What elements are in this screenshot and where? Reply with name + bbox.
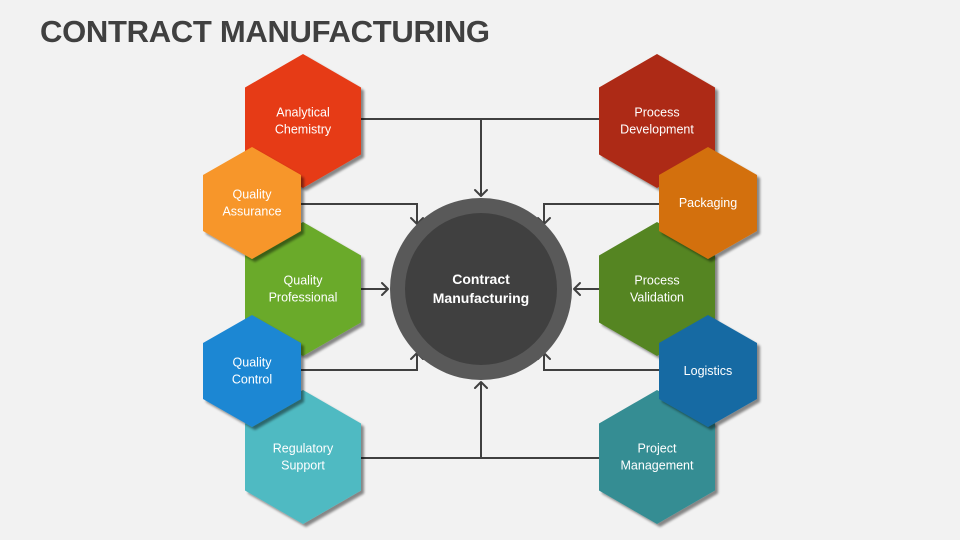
hexagon-shape	[245, 54, 361, 188]
hexagon-shape	[599, 222, 715, 356]
hex-label-line: Process	[634, 106, 679, 120]
hex-label-line: Process	[634, 274, 679, 288]
hex-label-line: Control	[232, 373, 272, 387]
arrowhead	[381, 282, 389, 296]
hex-label-line: Logistics	[684, 364, 733, 378]
connector-quality-control	[301, 353, 418, 371]
hex-label-line: Validation	[630, 291, 684, 305]
page-title: CONTRACT MANUFACTURING	[40, 14, 490, 49]
hexagon-shape	[203, 147, 301, 259]
hexagon-shape	[659, 315, 757, 427]
hub-label-line-1: Contract	[452, 271, 510, 287]
arrowhead	[474, 189, 488, 197]
hexagon-shape	[245, 390, 361, 524]
hub-circle: Contract Manufacturing	[390, 198, 572, 380]
arrowhead	[410, 217, 424, 225]
hex-label-line: Management	[621, 459, 694, 473]
hex-node-packaging: Packaging	[659, 147, 757, 259]
hexagon-shape	[599, 390, 715, 524]
hex-label-line: Project	[638, 442, 677, 456]
connector-top	[361, 118, 599, 196]
hexagon-nodes: AnalyticalChemistryQualityProfessionalRe…	[203, 54, 757, 524]
hex-node-logistics: Logistics	[659, 315, 757, 427]
hex-label-line: Regulatory	[273, 442, 334, 456]
hex-label-line: Development	[620, 123, 694, 137]
hexagon-shape	[599, 54, 715, 188]
hex-label-line: Packaging	[679, 196, 737, 210]
arrowhead	[474, 381, 488, 389]
hex-label-line: Quality	[233, 356, 273, 370]
hexagon-shape	[203, 315, 301, 427]
connector-bottom	[361, 382, 599, 459]
hex-label-line: Assurance	[222, 205, 281, 219]
hex-label-line: Support	[281, 459, 325, 473]
hex-label-line: Professional	[269, 291, 338, 305]
hub-inner-disc	[405, 213, 557, 365]
hex-label-line: Analytical	[276, 106, 330, 120]
connector-packaging	[543, 203, 659, 224]
hexagon-shape	[659, 147, 757, 259]
arrowhead	[573, 282, 581, 296]
connector-logistics	[543, 353, 659, 371]
connector-quality-assurance	[301, 203, 418, 224]
hexagon-shape	[245, 222, 361, 356]
hex-label-line: Quality	[233, 188, 273, 202]
hub-label-line-2: Manufacturing	[433, 290, 529, 306]
hex-label-line: Chemistry	[275, 123, 332, 137]
hex-label-line: Quality	[284, 274, 324, 288]
